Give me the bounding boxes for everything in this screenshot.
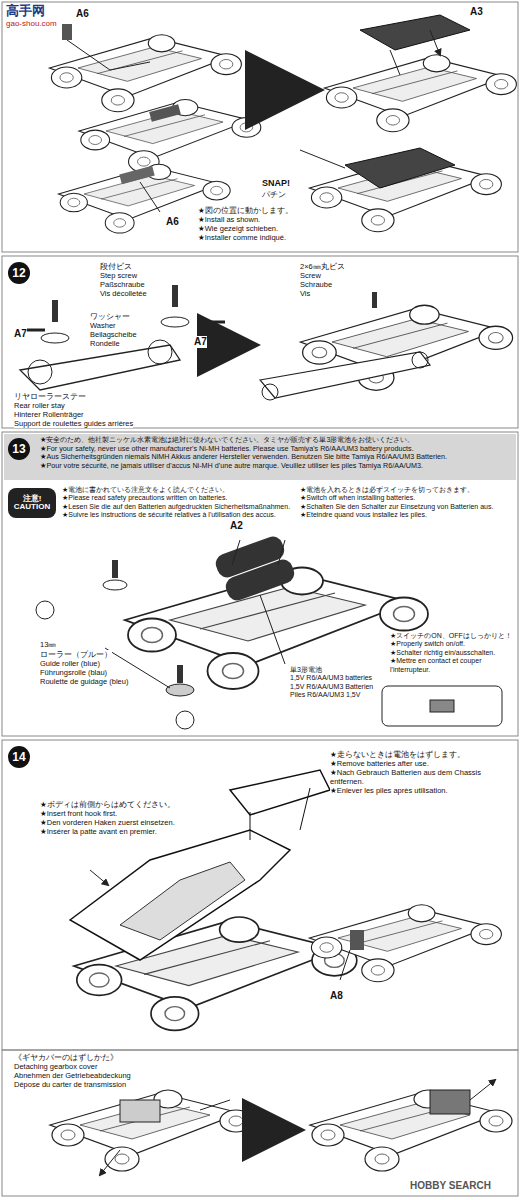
part-name: Roulette de guidage (bleu) — [40, 677, 128, 686]
instruction-text: ★Wie gezeigt schieben. — [198, 224, 278, 233]
caution-text: ★電池に書かれている注意文をよく読んでください。 — [62, 486, 229, 494]
safety-note: ★For your safety, never use other manufa… — [40, 445, 414, 454]
instruction-text: ★スイッチのON、OFFはしっかりと！ — [390, 632, 512, 640]
node-text: 注意! — [23, 495, 42, 503]
part-name: Screw — [300, 271, 321, 280]
part-name: 単3形電池 — [290, 666, 322, 674]
part-name: Step screw — [100, 271, 137, 280]
instruction-text: ★Eteindre quand vous installez les piles… — [300, 511, 427, 519]
section-heading: Abnehmen der Getriebeabdeckung — [14, 1071, 131, 1080]
node-text: CAUTION — [14, 503, 50, 511]
snap-note: パチン — [262, 190, 286, 200]
instruction-text: ★Installer comme indiqué. — [198, 233, 286, 242]
section-heading: Detaching gearbox cover — [14, 1062, 97, 1071]
part-name: Rondelle — [90, 339, 120, 348]
dimension: 13㎜ — [40, 640, 56, 649]
instruction-text: ★Remove batteries after use. — [330, 759, 429, 768]
instruction-text: ★Nach Gebrauch Batterien aus dem Chassis… — [330, 768, 515, 786]
node-text: 13 — [12, 443, 25, 456]
part-number: A8 — [330, 990, 343, 1002]
part-name: ワッシャー — [90, 312, 130, 321]
watermark: HOBBY SEARCH — [410, 1180, 491, 1192]
safety-note: ★Pour votre sécurité, ne jamais utiliser… — [40, 462, 423, 471]
section-heading: Dépose du carter de transmission — [14, 1080, 126, 1089]
part-name: ローラー（ブルー） — [40, 650, 112, 659]
step-number: 13 — [8, 438, 30, 460]
part-name: Paßschraube — [100, 280, 145, 289]
instruction-text: ★Schalter richtig ein/ausschalten. — [390, 649, 495, 657]
part-name: 2×6㎜丸ビス — [300, 262, 345, 271]
part-number: A6 — [166, 216, 179, 228]
node-text: 14 — [12, 751, 25, 764]
watermark: 高手网 — [6, 3, 45, 19]
part-number: A7 — [194, 336, 207, 348]
part-name: Hinterer Rollenträger — [14, 410, 84, 419]
instruction-text: ★Den vorderen Haken zuerst einsetzen. — [40, 818, 175, 827]
instruction-text: ★Install as shown. — [198, 215, 260, 224]
watermark: gao-shou.com — [6, 19, 57, 29]
instruction-text: ★Insert front hook first. — [40, 809, 117, 818]
section-heading: 《ギヤカバーのはずしかた》 — [14, 1053, 118, 1062]
caution-badge: 注意!CAUTION — [8, 488, 56, 518]
caution-text: ★Suivre les instructions de sécurité rel… — [62, 511, 276, 519]
instruction-text: ★Properly switch on/off. — [390, 640, 465, 648]
part-name: Vis — [300, 289, 310, 298]
part-name: Support de roulettes guides arrières — [14, 419, 133, 428]
caution-text: ★Please read safety precautions written … — [62, 494, 227, 502]
part-name: Rear roller stay — [14, 401, 65, 410]
part-name: Washer — [90, 321, 116, 330]
instruction-text: ★Enlever les piles après utilisation. — [330, 786, 448, 795]
part-name: 段付ビス — [100, 262, 132, 271]
instruction-text: ★電池を入れるときは必ずスイッチを切っておきます。 — [300, 486, 474, 494]
step-number: 12 — [8, 262, 30, 284]
part-number: A6 — [76, 8, 89, 20]
instruction-text: ★Mettre en contact et couper l'interrupt… — [390, 657, 515, 674]
part-name: Vis décolletée — [100, 289, 147, 298]
snap-note: SNAP! — [262, 178, 290, 189]
part-name: Führungsrolle (blau) — [40, 668, 107, 677]
node-text: 12 — [12, 267, 25, 280]
safety-note: ★Aus Sicherheitsgründen niemals NiMH Akk… — [40, 453, 447, 462]
instruction-text: ★図の位置に動かします。 — [198, 206, 293, 215]
part-name: 1,5V R6/AA/UM3 batteries — [290, 674, 372, 682]
part-name: Schraube — [300, 280, 332, 289]
instruction-text: ★走らないときは電池をはずします。 — [330, 750, 465, 759]
safety-note: ★安全のため、他社製ニッケル水素電池は絶対に使わないでください。タミヤが販売する… — [40, 436, 414, 445]
part-number: A7 — [14, 328, 27, 340]
instruction-text: ★Insérer la patte avant en premier. — [40, 827, 157, 836]
instruction-text: ★Switch off when installing batteries. — [300, 494, 415, 502]
instruction-text: ★Schalten Sie den Schalter zur Einsetzun… — [300, 503, 493, 511]
part-name: Piles R6/AA/UM3 1,5V — [290, 691, 360, 699]
part-name: Beilagscheibe — [90, 330, 137, 339]
part-number: A2 — [230, 520, 243, 532]
part-number: A3 — [470, 6, 483, 18]
part-name: 1,5V R6/AA/UM3 Batterien — [290, 683, 373, 691]
step-number: 14 — [8, 746, 30, 768]
part-name: Guide roller (blue) — [40, 659, 100, 668]
caution-text: ★Lesen Sie die auf den Batterien aufgedr… — [62, 503, 290, 511]
part-name: リヤローラーステー — [14, 392, 86, 401]
instruction-text: ★ボディは前側からはめてください。 — [40, 800, 175, 809]
